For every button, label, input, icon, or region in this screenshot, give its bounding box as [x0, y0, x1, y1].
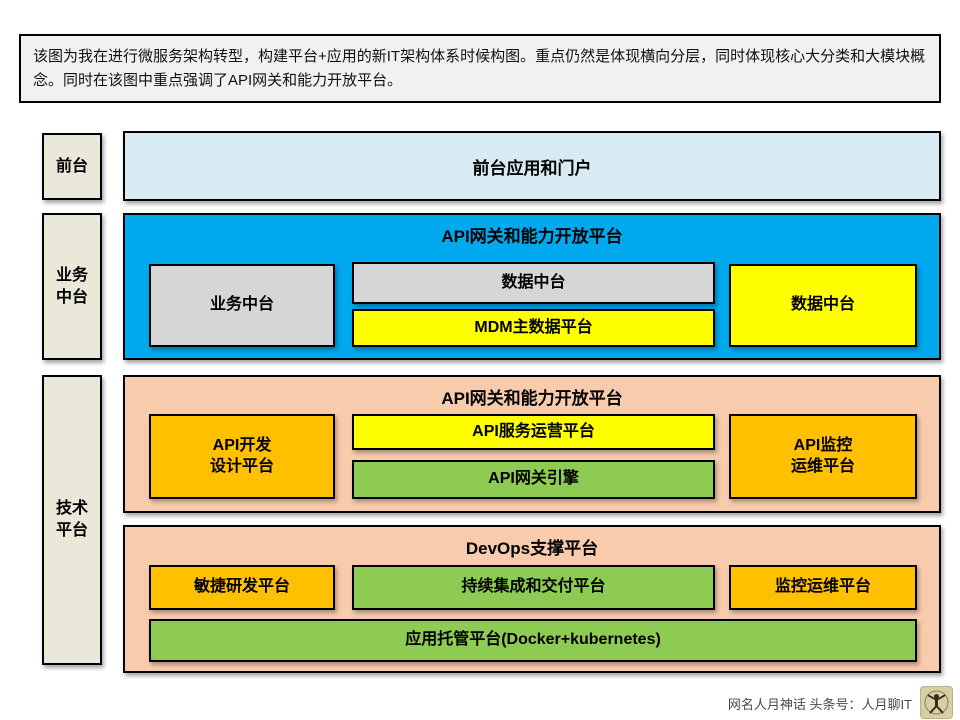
agile-dev-box: 敏捷研发平台	[149, 565, 335, 610]
monitor-ops-box: 监控运维平台	[729, 565, 917, 610]
description-box: 该图为我在进行微服务架构转型，构建平台+应用的新IT架构体系时候构图。重点仍然是…	[19, 34, 941, 103]
devops-section: DevOps支撑平台 敏捷研发平台 持续集成和交付平台 监控运维平台 应用托管平…	[123, 525, 941, 673]
side-label-business-middle-platform: 业务 中台	[42, 213, 102, 360]
watermark-text: 网名人月神话 头条号：人月聊IT	[727, 697, 912, 712]
api-monitor-ops-box: API监控 运维平台	[729, 414, 917, 499]
ci-cd-box: 持续集成和交付平台	[352, 565, 715, 610]
vitruvian-man-icon	[920, 686, 953, 719]
business-platform-section: API网关和能力开放平台 业务中台 数据中台 MDM主数据平台 数据中台	[123, 213, 941, 360]
front-apps-portal-row: 前台应用和门户	[123, 131, 941, 201]
devops-section-title: DevOps支撑平台	[465, 539, 599, 558]
api-section-title: API网关和能力开放平台	[441, 389, 623, 408]
side-label-tech-platform: 技术 平台	[42, 375, 102, 665]
app-hosting-box: 应用托管平台(Docker+kubernetes)	[149, 619, 917, 662]
business-center-box: 业务中台	[149, 264, 335, 347]
data-center-right-box: 数据中台	[729, 264, 917, 347]
business-section-title: API网关和能力开放平台	[441, 227, 623, 246]
data-center-box: 数据中台	[352, 262, 715, 304]
description-text: 该图为我在进行微服务架构转型，构建平台+应用的新IT架构体系时候构图。重点仍然是…	[33, 48, 926, 90]
api-gateway-engine-box: API网关引擎	[352, 460, 715, 499]
api-gateway-section: API网关和能力开放平台 API开发 设计平台 API服务运营平台 API网关引…	[123, 375, 941, 513]
api-service-ops-box: API服务运营平台	[352, 414, 715, 450]
mdm-master-data-box: MDM主数据平台	[352, 309, 715, 347]
side-label-front: 前台	[42, 133, 102, 200]
api-dev-design-box: API开发 设计平台	[149, 414, 335, 499]
